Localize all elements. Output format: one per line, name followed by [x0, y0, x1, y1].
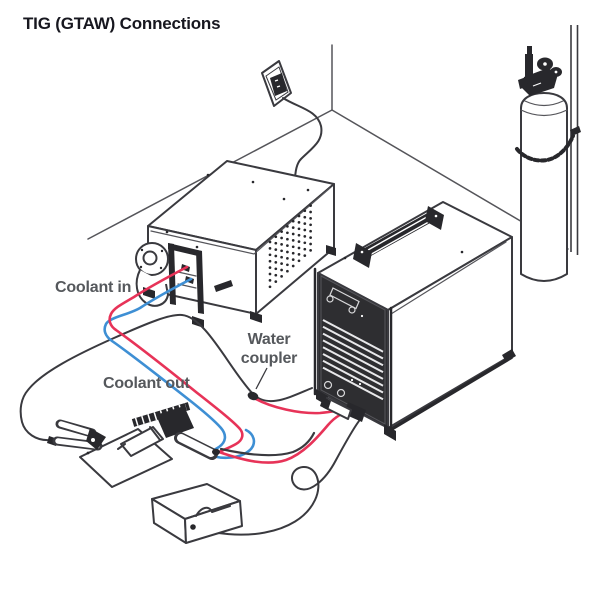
power-source-handle-icon — [353, 206, 444, 268]
shielding-gas-cylinder — [515, 46, 581, 282]
coolant-system-unit — [135, 160, 336, 328]
panel-vent-slats — [322, 319, 384, 401]
cylinder-valve-regulator-icon — [518, 46, 562, 96]
cooler-feet — [143, 245, 336, 328]
work-clamp — [47, 419, 106, 451]
cooler-vent-grid — [268, 204, 312, 289]
foot-control-pedal — [151, 483, 243, 544]
cooler-power-cord — [282, 97, 323, 183]
red-blue-coolant-hoses — [103, 265, 353, 464]
water-coupler-label-line2: coupler — [241, 350, 297, 367]
foot-pedal-cable — [192, 393, 383, 536]
power-source-screws — [343, 250, 464, 260]
coolant-in-label: Coolant in — [55, 279, 131, 296]
coolant-hose-blue — [103, 277, 256, 460]
power-source-front-panel — [313, 267, 393, 430]
cooler-screws — [165, 173, 310, 249]
torch-adapter-icon — [320, 397, 366, 422]
water-coupler-leader — [255, 367, 268, 390]
water-coupler-fitting — [247, 391, 259, 401]
wall-outlet-icon — [261, 60, 292, 107]
power-source-feet — [316, 349, 516, 441]
page-title: TIG (GTAW) Connections — [23, 14, 220, 33]
tig-torch — [117, 402, 220, 460]
coolant-out-label: Coolant out — [103, 375, 191, 392]
water-coupler-label-line1: Water — [248, 331, 291, 348]
tig-welding-power-source — [313, 201, 516, 441]
cylinder-safety-chain — [515, 126, 581, 163]
